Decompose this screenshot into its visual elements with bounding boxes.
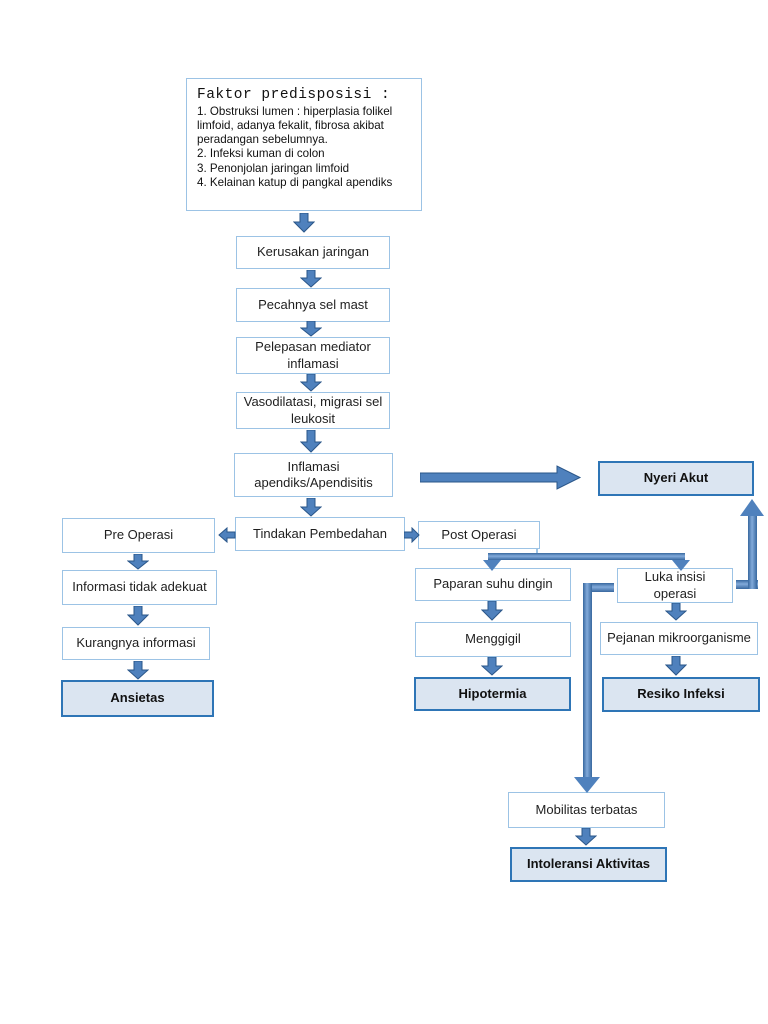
node-label: Pecahnya sel mast bbox=[258, 296, 368, 312]
node-pre-operasi: Pre Operasi bbox=[62, 518, 215, 553]
node-post-operasi: Post Operasi bbox=[418, 521, 540, 549]
node-label: Mobilitas terbatas bbox=[535, 801, 638, 817]
node-hipotermia: Hipotermia bbox=[414, 677, 571, 711]
elbow-connector bbox=[583, 583, 614, 592]
node-informasi-tidak-adekuat: Informasi tidak adekuat bbox=[62, 570, 217, 605]
node-label: Pre Operasi bbox=[103, 527, 174, 543]
arrow-down-icon bbox=[127, 606, 149, 626]
arrow-down-icon bbox=[481, 601, 503, 621]
arrow-down-icon bbox=[293, 213, 315, 233]
arrow-down-icon bbox=[665, 656, 687, 676]
node-label: Pelepasan mediator inflamasi bbox=[255, 339, 371, 371]
arrow-down-icon bbox=[300, 321, 322, 337]
node-luka-insisi-operasi: Luka insisi operasi bbox=[617, 568, 733, 603]
elbow-connector bbox=[583, 583, 592, 778]
node-label: Vasodilatasi, migrasi sel leukosit bbox=[243, 394, 383, 426]
arrow-down-icon bbox=[127, 554, 149, 570]
node-menggigil: Menggigil bbox=[415, 622, 571, 657]
node-pelepasan-mediator: Pelepasan mediator inflamasi bbox=[236, 337, 390, 374]
node-paparan-suhu-dingin: Paparan suhu dingin bbox=[415, 568, 571, 601]
arrow-down-icon bbox=[483, 560, 501, 571]
node-label: Ansietas bbox=[110, 690, 165, 706]
node-label: Resiko Infeksi bbox=[637, 686, 725, 702]
node-resiko-infeksi: Resiko Infeksi bbox=[602, 677, 760, 712]
node-intoleransi-aktivitas: Intoleransi Aktivitas bbox=[510, 847, 667, 882]
faktor-item-2: 2. Infeksi kuman di colon bbox=[197, 147, 325, 161]
arrow-down-icon bbox=[481, 657, 503, 676]
elbow-connector bbox=[736, 580, 758, 589]
arrow-down-icon bbox=[127, 661, 149, 680]
node-label: Tindakan Pembedahan bbox=[253, 525, 387, 541]
arrow-up-icon bbox=[740, 499, 764, 516]
arrow-down-icon bbox=[300, 374, 322, 392]
node-label: Inflamasi apendiks/Apendisitis bbox=[254, 458, 373, 490]
node-mobilitas-terbatas: Mobilitas terbatas bbox=[508, 792, 665, 828]
node-ansietas: Ansietas bbox=[61, 680, 214, 717]
arrow-right-icon bbox=[420, 464, 582, 491]
node-label: Hipotermia bbox=[458, 685, 527, 701]
node-label: Kerusakan jaringan bbox=[256, 244, 370, 260]
node-tindakan-pembedahan: Tindakan Pembedahan bbox=[235, 517, 405, 551]
arrow-down-icon bbox=[575, 828, 597, 846]
faktor-title: Faktor predisposisi : bbox=[197, 87, 391, 103]
arrow-right-icon bbox=[404, 527, 420, 543]
faktor-item-1: 1. Obstruksi lumen : hiperplasia folikel… bbox=[197, 105, 393, 147]
node-vasodilatasi: Vasodilatasi, migrasi sel leukosit bbox=[236, 392, 390, 429]
node-pecahnya-sel-mast: Pecahnya sel mast bbox=[236, 288, 390, 322]
faktor-item-4: 4. Kelainan katup di pangkal apendiks bbox=[197, 175, 393, 189]
node-label: Informasi tidak adekuat bbox=[72, 579, 207, 595]
node-label: Menggigil bbox=[465, 631, 521, 647]
node-label: Luka insisi operasi bbox=[644, 569, 706, 601]
node-label: Kurangnya informasi bbox=[76, 635, 196, 651]
node-faktor-predisposisi: Faktor predisposisi : 1. Obstruksi lumen… bbox=[186, 78, 422, 211]
node-label: Paparan suhu dingin bbox=[433, 576, 553, 592]
arrow-down-icon bbox=[300, 270, 322, 288]
arrow-down-icon bbox=[672, 560, 690, 571]
arrow-left-icon bbox=[218, 527, 236, 543]
faktor-item-3: 3. Penonjolan jaringan limfoid bbox=[197, 161, 350, 175]
connector-line bbox=[536, 549, 538, 556]
node-label: Nyeri Akut bbox=[643, 470, 709, 486]
arrow-down-icon bbox=[300, 498, 322, 517]
node-kerusakan-jaringan: Kerusakan jaringan bbox=[236, 236, 390, 269]
node-kurangnya-informasi: Kurangnya informasi bbox=[62, 627, 210, 660]
arrow-down-icon bbox=[574, 777, 600, 793]
node-inflamasi-apendiks: Inflamasi apendiks/Apendisitis bbox=[234, 453, 393, 497]
node-label: Pejanan mikroorganisme bbox=[607, 630, 751, 646]
node-nyeri-akut: Nyeri Akut bbox=[598, 461, 754, 496]
elbow-connector bbox=[748, 516, 757, 589]
node-label: Intoleransi Aktivitas bbox=[526, 856, 651, 872]
arrow-down-icon bbox=[300, 430, 322, 453]
branch-connector bbox=[488, 553, 685, 560]
node-pejanan-mikroorganisme: Pejanan mikroorganisme bbox=[600, 622, 758, 655]
node-label: Post Operasi bbox=[441, 526, 517, 542]
arrow-down-icon bbox=[665, 603, 687, 621]
